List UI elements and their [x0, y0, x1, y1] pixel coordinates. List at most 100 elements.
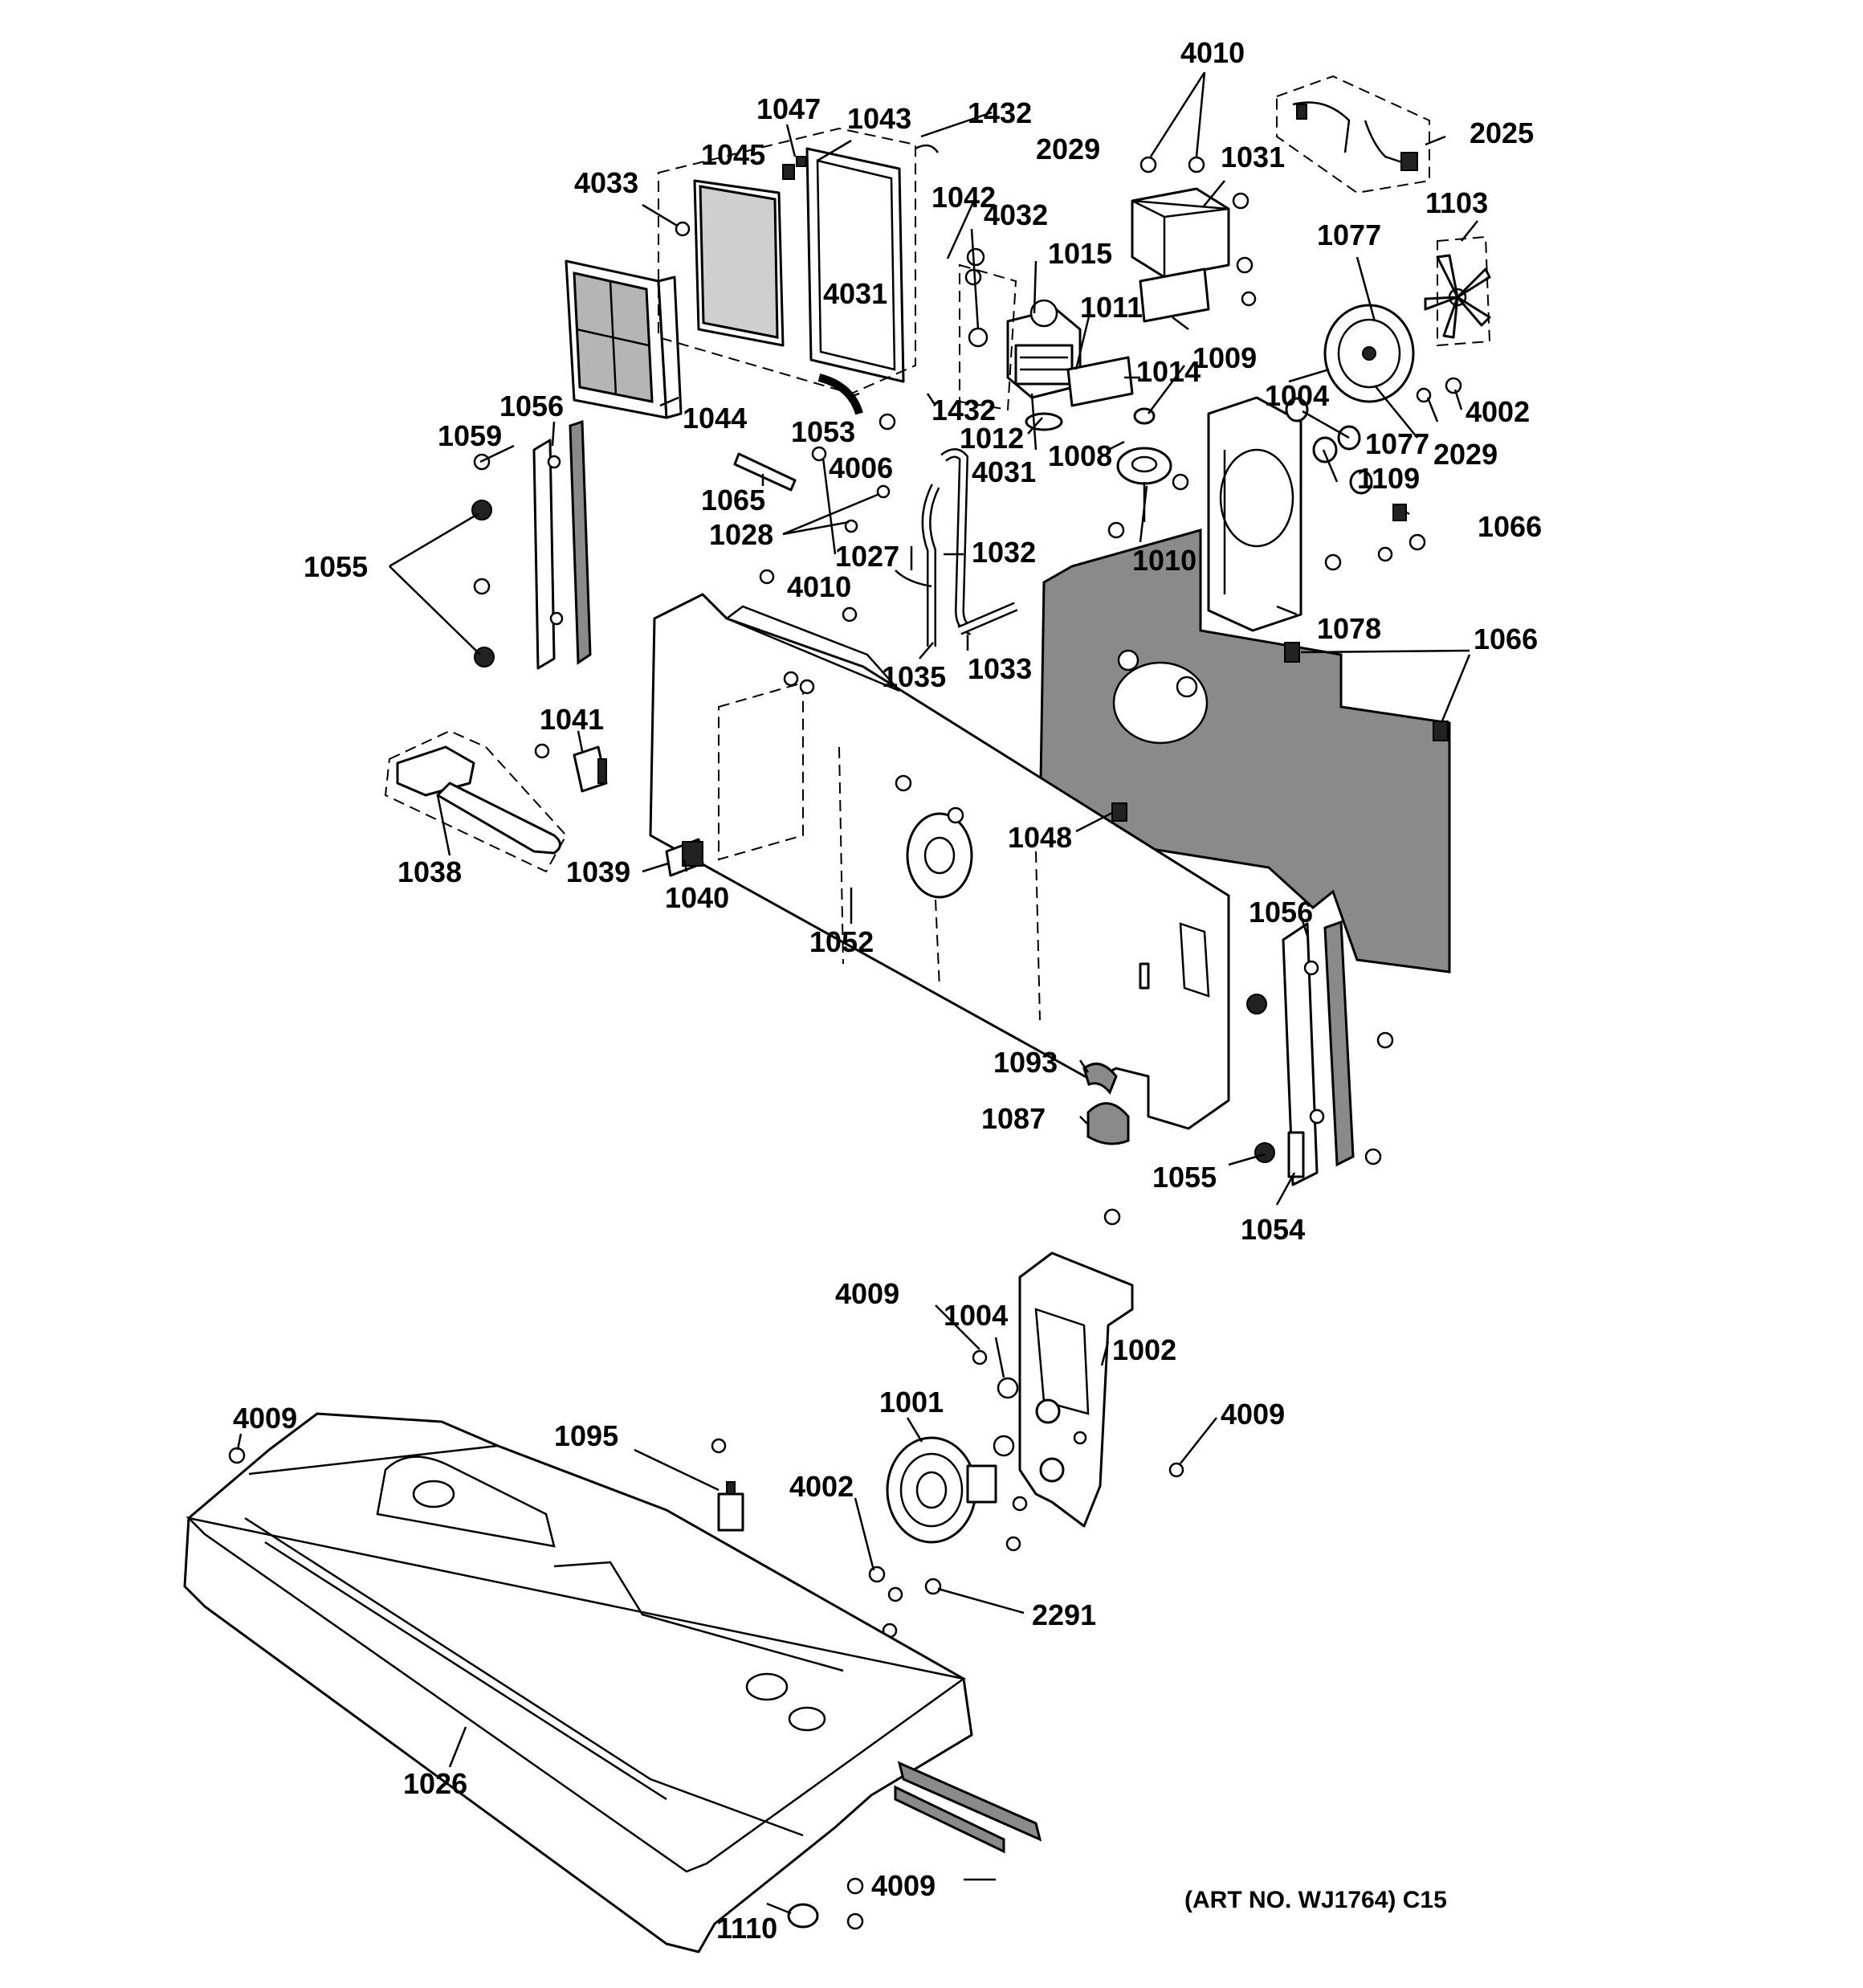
- callout-1001: 1001: [879, 1386, 944, 1419]
- duct-1078: [1207, 396, 1302, 632]
- screw-1031: [1232, 192, 1249, 210]
- screw-4002b: [868, 1565, 886, 1583]
- callout-4009a: 4009: [835, 1277, 899, 1310]
- callout-4033: 4033: [574, 166, 638, 199]
- bracket-1065: [733, 452, 797, 492]
- foot-1093: [1082, 1062, 1118, 1095]
- callout-4002b: 4002: [789, 1470, 854, 1503]
- callout-1066a: 1066: [1478, 510, 1542, 543]
- bracket-1038: [384, 729, 568, 873]
- magnetron-1015: [1006, 299, 1134, 431]
- callout-1077b: 1077: [1365, 427, 1429, 460]
- callout-1011: 1011: [1080, 291, 1143, 324]
- leader-lines: [236, 71, 1478, 1915]
- callout-4010a: 4010: [1180, 36, 1245, 69]
- screw-4010e: [842, 606, 858, 623]
- pipe-1053: [817, 374, 863, 415]
- screw-4009e: [846, 1912, 864, 1930]
- callout-1043: 1043: [847, 102, 911, 135]
- callout-4009b: 4009: [1221, 1398, 1285, 1431]
- callout-1035: 1035: [882, 660, 946, 693]
- callout-4009d: 4009: [871, 1869, 936, 1902]
- washer-4032: [964, 268, 982, 286]
- screw-4006: [879, 413, 896, 431]
- nut-1055e: [1254, 1142, 1275, 1163]
- screw-1055b: [473, 578, 491, 595]
- callout-1012: 1012: [960, 422, 1024, 455]
- callout-2025: 2025: [1470, 116, 1534, 149]
- leader-4033: [642, 203, 679, 228]
- callout-1093: 1093: [993, 1046, 1058, 1079]
- nut-1055d: [1246, 994, 1267, 1014]
- screw-4033: [675, 221, 691, 237]
- screw-1056a: [1376, 1031, 1394, 1049]
- screw-1010: [1107, 521, 1125, 539]
- callout-1078: 1078: [1317, 612, 1381, 645]
- fan-group-outline: [1437, 235, 1491, 347]
- callout-2029a: 2029: [1036, 133, 1100, 165]
- callout-1110: 1110: [716, 1912, 777, 1945]
- filter-group-outline: [658, 127, 916, 395]
- clip-1066c: [1433, 720, 1449, 741]
- callout-labels: 4010 1047 1043 1432 2025 1031 1045 2029 …: [233, 36, 1542, 1945]
- callout-1059: 1059: [438, 419, 502, 452]
- washer-2291: [924, 1578, 942, 1595]
- part-1110: [787, 1903, 819, 1929]
- screw-4009a: [972, 1349, 988, 1365]
- callout-1027: 1027: [835, 540, 899, 573]
- tube-1032: [895, 448, 1018, 647]
- switch-1041: [573, 745, 608, 793]
- callout-1038: 1038: [397, 855, 462, 888]
- rails-1026: [894, 1761, 1042, 1854]
- callout-1032: 1032: [972, 536, 1036, 569]
- clip-1028a: [876, 484, 891, 499]
- terminal-1078: [1377, 546, 1393, 562]
- screw-4032a: [966, 247, 985, 267]
- wire-harness-2025: [1276, 75, 1430, 194]
- screw-1009: [1236, 256, 1254, 274]
- fan-blade-1103: [1424, 254, 1491, 339]
- magnetron-mount-outline: [959, 263, 1017, 411]
- fan-motor-1077: [1288, 304, 1415, 403]
- callout-1053: 1053: [791, 415, 855, 448]
- base-pan-1026: [183, 1412, 973, 1953]
- callout-1002: 1002: [1112, 1333, 1176, 1366]
- stiffener-1056-right: [1282, 920, 1355, 1186]
- screw-1078b: [1324, 553, 1342, 571]
- callout-1004a: 1004: [1265, 379, 1329, 412]
- screw-4010a: [1139, 156, 1157, 173]
- callout-4032: 4032: [984, 198, 1048, 231]
- screw-motor-b: [1005, 1536, 1021, 1552]
- callout-4010b: 4010: [787, 570, 851, 603]
- screw-4009b: [1168, 1462, 1184, 1478]
- callout-1039: 1039: [566, 855, 630, 888]
- callout-1077a: 1077: [1317, 218, 1381, 251]
- callout-1054: 1054: [1241, 1213, 1305, 1246]
- clip-1028b: [844, 519, 858, 533]
- callout-1047: 1047: [756, 92, 821, 125]
- callout-1026: 1026: [403, 1767, 467, 1800]
- callout-1095: 1095: [554, 1419, 618, 1452]
- bushing-1001: [993, 1435, 1015, 1457]
- clip-1066a: [1392, 504, 1407, 521]
- callout-1056a: 1056: [499, 390, 564, 423]
- screw-4010b: [1188, 156, 1205, 173]
- callout-2291: 2291: [1032, 1598, 1096, 1631]
- callout-1048: 1048: [1008, 821, 1072, 854]
- panel-hole-large: [1112, 661, 1209, 745]
- art-number: (ART NO. WJ1764) C15: [1184, 1887, 1447, 1913]
- clip-1066b: [1284, 642, 1300, 663]
- callout-1432b: 1432: [932, 394, 996, 427]
- callout-4006: 4006: [829, 451, 893, 484]
- bushing-1004b: [997, 1377, 1019, 1399]
- callout-1109: 1109: [1357, 462, 1420, 495]
- screw-4010c: [811, 446, 827, 462]
- callout-1065: 1065: [701, 484, 765, 516]
- screw-1056b: [1364, 1148, 1382, 1165]
- screw-4009c: [228, 1447, 246, 1464]
- foot-1087: [1086, 1102, 1130, 1145]
- motor-bracket-1002: [1018, 1251, 1134, 1528]
- switch-1095: [717, 1481, 744, 1532]
- callout-1031: 1031: [1221, 141, 1285, 173]
